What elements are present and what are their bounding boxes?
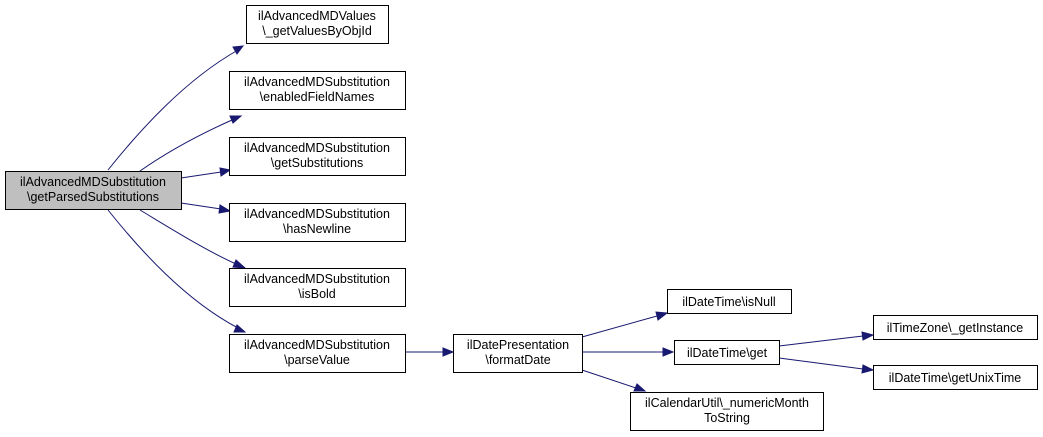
node-get-substitutions-line2: \getSubstitutions [271, 156, 363, 170]
arrowhead-parse-value [233, 324, 247, 333]
node-get-values-by-obj-id-box [246, 5, 389, 44]
node-is-null-line1: ilDateTime\isNull [682, 295, 775, 309]
arrowhead-get [662, 347, 675, 357]
arrowhead-get-substitutions [219, 167, 232, 177]
node-get-values-by-obj-id-line2: \_getValuesByObjId [262, 24, 372, 38]
edges [107, 45, 875, 392]
node-numeric-month[interactable]: ilCalendarUtil\_numericMonth ToString [630, 392, 824, 431]
arrowhead-get-unix-time [861, 364, 875, 374]
edge-get-to-get-instance [778, 335, 864, 347]
node-get-values-by-obj-id[interactable]: ilAdvancedMDValues \_getValuesByObjId [246, 5, 389, 44]
arrowhead-format-date [442, 347, 455, 357]
arrowhead-is-null [655, 311, 669, 321]
node-root-line2: \getParsedSubstitutions [27, 190, 159, 204]
edge-format-date-to-is-null [581, 315, 658, 338]
node-format-date-box [453, 334, 583, 373]
node-is-bold-box [229, 268, 406, 307]
edge-root-to-has-newline [180, 202, 222, 210]
node-get-unix-time[interactable]: ilDateTime\getUnixTime [873, 365, 1038, 390]
node-parse-value[interactable]: ilAdvancedMDSubstitution \parseValue [229, 334, 406, 373]
arrowhead-enabled-field-names [229, 115, 243, 124]
arrowhead-numeric-month [633, 383, 647, 392]
node-format-date-line1: ilDatePresentation [467, 338, 569, 352]
node-format-date[interactable]: ilDatePresentation \formatDate [453, 334, 583, 373]
node-datetime-get-box [674, 340, 780, 365]
edge-root-to-get-substitutions [180, 171, 222, 179]
node-format-date-line2: \formatDate [485, 353, 550, 367]
node-get-substitutions-line1: ilAdvancedMDSubstitution [244, 141, 390, 155]
node-numeric-month-line2: ToString [704, 411, 750, 425]
arrowhead-get-instance [861, 331, 875, 341]
edge-get-to-get-unix-time [778, 357, 864, 370]
node-get-substitutions[interactable]: ilAdvancedMDSubstitution \getSubstitutio… [229, 137, 406, 176]
node-enabled-field-names-line2: \enabledFieldNames [260, 90, 375, 104]
node-has-newline-line1: ilAdvancedMDSubstitution [244, 207, 390, 221]
node-parse-value-line2: \parseValue [284, 353, 350, 367]
edge-root-to-is-bold [139, 209, 237, 265]
arrowhead-is-bold [232, 259, 247, 269]
node-enabled-field-names[interactable]: ilAdvancedMDSubstitution \enabledFieldNa… [229, 71, 406, 110]
edge-root-to-parse-value [107, 209, 239, 329]
edge-format-date-to-numeric-month [581, 369, 637, 389]
node-datetime-get[interactable]: ilDateTime\get [674, 340, 780, 365]
node-get-unix-time-box [873, 365, 1038, 390]
node-enabled-field-names-line1: ilAdvancedMDSubstitution [244, 75, 390, 89]
node-root-line1: ilAdvancedMDSubstitution [20, 175, 166, 189]
node-get-instance-box [873, 315, 1038, 340]
node-root-box [5, 171, 182, 210]
node-parse-value-line1: ilAdvancedMDSubstitution [244, 338, 390, 352]
node-is-bold-line2: \isBold [298, 287, 336, 301]
node-has-newline-box [229, 203, 406, 242]
node-datetime-get-line1: ilDateTime\get [687, 346, 768, 360]
arrowhead-has-newline [218, 204, 232, 214]
node-is-bold-line1: ilAdvancedMDSubstitution [244, 272, 390, 286]
node-numeric-month-line1: ilCalendarUtil\_numericMonth [645, 396, 809, 410]
edge-root-to-get-values-by-obj-id [107, 49, 239, 171]
node-get-instance-line1: ilTimeZone\_getInstance [887, 321, 1023, 335]
node-is-null[interactable]: ilDateTime\isNull [667, 289, 792, 314]
node-get-substitutions-box [229, 137, 406, 176]
node-enabled-field-names-box [229, 71, 406, 110]
node-is-null-box [667, 289, 792, 314]
node-has-newline[interactable]: ilAdvancedMDSubstitution \hasNewline [229, 203, 406, 242]
node-get-unix-time-line1: ilDateTime\getUnixTime [889, 371, 1021, 385]
node-root[interactable]: ilAdvancedMDSubstitution \getParsedSubst… [5, 171, 182, 210]
node-parse-value-box [229, 334, 406, 373]
arrowhead-get-values-by-obj-id [232, 45, 245, 55]
edge-root-to-enabled-field-names [139, 119, 233, 172]
node-get-values-by-obj-id-line1: ilAdvancedMDValues [258, 9, 376, 23]
node-is-bold[interactable]: ilAdvancedMDSubstitution \isBold [229, 268, 406, 307]
node-numeric-month-box [630, 392, 824, 431]
node-has-newline-line2: \hasNewline [283, 222, 351, 236]
node-get-instance[interactable]: ilTimeZone\_getInstance [873, 315, 1038, 340]
